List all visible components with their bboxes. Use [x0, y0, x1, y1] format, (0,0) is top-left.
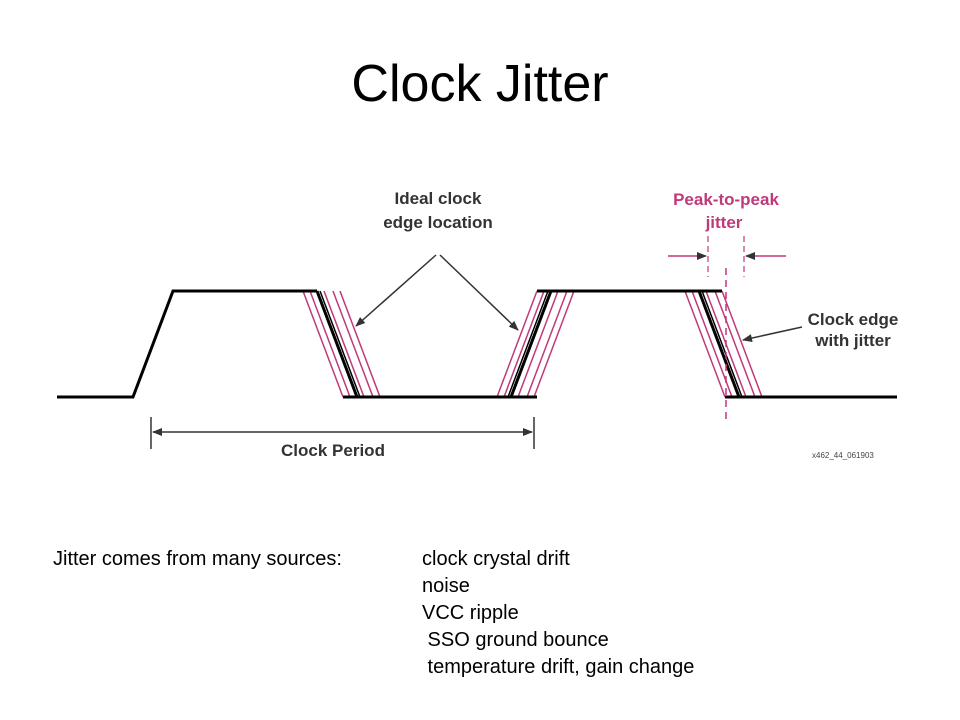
edge-label-line1: Clock edge [808, 310, 899, 329]
extra-edge [507, 290, 549, 398]
ideal-arrow-left [355, 254, 437, 327]
ideal-arrow-right [439, 254, 519, 331]
source-item: clock crystal drift [422, 548, 570, 570]
sources-list: clock crystal drift noise VCC ripple SSO… [422, 546, 694, 681]
extra-edge [701, 290, 743, 398]
edge-label-line2: with jitter [814, 331, 891, 350]
edge-arrow [742, 326, 803, 342]
source-item: noise [422, 575, 470, 597]
slide-title: Clock Jitter [351, 55, 609, 113]
period-label: Clock Period [281, 441, 385, 460]
jitter-edges [302, 290, 763, 398]
sources-intro: Jitter comes from many sources: [53, 548, 342, 570]
ideal-label-line1: Ideal clock [395, 189, 482, 208]
source-item: SSO ground bounce [422, 629, 609, 651]
figure-id: x462_44_061903 [812, 451, 874, 460]
source-item: VCC ripple [422, 602, 519, 624]
source-item: temperature drift, gain change [422, 656, 695, 678]
extra-edge [319, 290, 361, 398]
clock-waveform [57, 289, 897, 399]
peak-label-line2: jitter [705, 213, 743, 232]
ideal-label-line2: edge location [383, 213, 493, 232]
peak-label-line1: Peak-to-peak [673, 190, 779, 209]
